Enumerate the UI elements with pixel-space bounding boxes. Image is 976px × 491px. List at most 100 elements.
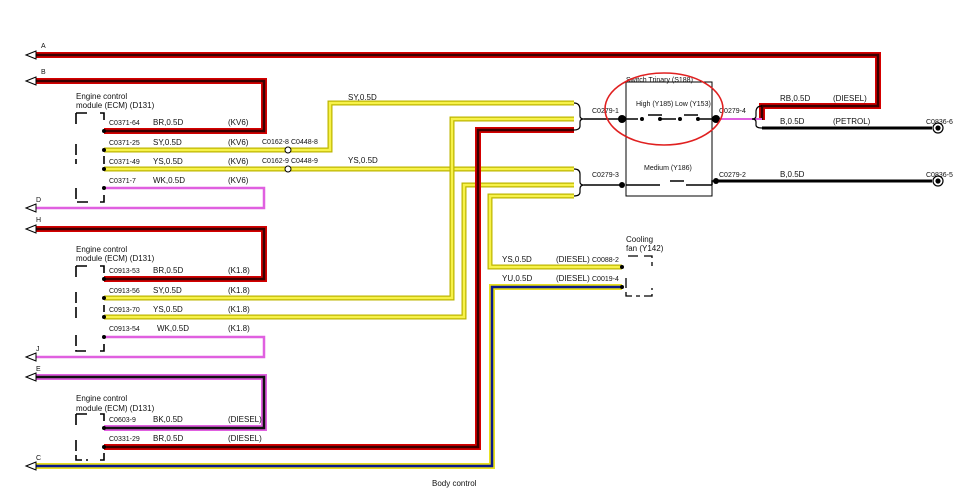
connector-c-label: C (36, 455, 41, 462)
ecm2-pin4-id: C0913-54 (109, 326, 140, 333)
switch-medium-contact (626, 180, 716, 186)
fan-ys-pin: C0088-2 (592, 257, 619, 264)
ecm2-pin1-wire: BR,0.5D (153, 266, 183, 275)
ecm1-pin1-variant: (KV6) (228, 118, 249, 127)
ground-terminal-icon (932, 122, 944, 187)
ecm2-pin3-wire: YS,0.5D (153, 305, 183, 314)
ecm2-pin3-id: C0913-70 (109, 307, 140, 314)
ecm1-title-line2: module (ECM) (D131) (76, 101, 155, 110)
ecm1-module: Engine control module (ECM) (D131) C0371… (75, 92, 378, 203)
connector-j-label: J (36, 346, 40, 353)
highlight-circle (604, 72, 724, 146)
wire-sy-ecm1 (104, 101, 574, 152)
switch-title: Switch Trinary (S188) (626, 77, 693, 84)
wire-ys-ecm2 (104, 183, 574, 319)
ecm3-pin1-id: C0603-9 (109, 417, 136, 424)
wire-d (36, 186, 266, 210)
switch-body (625, 81, 713, 197)
ecm3-module: Engine control module (ECM) (D131) C0603… (75, 394, 262, 461)
wire-e (36, 375, 266, 430)
ecm3-pin1-variant: (DIESEL) (228, 415, 262, 424)
arrow-a-icon (24, 50, 37, 60)
connector-d-label: D (36, 197, 41, 204)
ecm2-pin2-variant: (K1.8) (228, 286, 250, 295)
switch-pin4: C0279-4 (719, 108, 746, 115)
ecm1-pin2-variant: (KV6) (228, 138, 249, 147)
ecm1-pin2-id: C0371-25 (109, 140, 140, 147)
ecm2-pin1-id: C0913-53 (109, 268, 140, 275)
ecm2-pin4-variant: (K1.8) (228, 324, 250, 333)
arrow-h-icon (24, 224, 37, 234)
switch-trinary: Switch Trinary (S188) High (Y185) Low (Y… (592, 72, 746, 197)
switch-low-label: Low (Y153) (675, 101, 711, 108)
fan-pin-dots (620, 265, 624, 289)
ecm2-module: Engine control module (ECM) (D131) C0913… (75, 245, 250, 352)
connector-h-label: H (36, 217, 41, 224)
ground1-label: C0836-6 (926, 119, 953, 126)
ecm3-pin2-variant: (DIESEL) (228, 434, 262, 443)
arrow-j-icon (24, 352, 37, 362)
ecm1-pin2-wire: SY,0.5D (153, 138, 182, 147)
b-petrol-wire-label: B,0.5D (780, 117, 805, 126)
ecm1-outline (75, 112, 105, 203)
b2-wire-label: B,0.5D (780, 170, 805, 179)
fan-ys-variant: (DIESEL) (556, 255, 590, 264)
wire-b (36, 79, 266, 133)
connector-b-label: B (41, 69, 46, 76)
connector-labels: A B D H J E C (36, 43, 46, 462)
ecm2-title-line1: Engine control (76, 245, 127, 254)
switch-pin3: C0279-3 (592, 172, 619, 179)
ecm1-pin1-id: C0371-64 (109, 120, 140, 127)
arrow-e-icon (24, 372, 37, 382)
arrow-d-icon (24, 203, 37, 213)
wire-a-edge (36, 52, 881, 120)
fan-title-line1: Cooling (626, 235, 653, 244)
top-ys-wire-label: YS,0.5D (348, 156, 378, 165)
switch-pin2: C0279-2 (719, 172, 746, 179)
splice-connector-icon (284, 146, 292, 173)
ecm3-pin-dots (102, 426, 106, 449)
switch-high-label: High (Y185) (636, 101, 673, 108)
bottom-labels: Body control (432, 479, 477, 488)
splice-bot-label-b: C0448-9 (291, 158, 318, 165)
ecm1-pin1-wire: BR,0.5D (153, 118, 183, 127)
fan-yu-variant: (DIESEL) (556, 274, 590, 283)
ecm3-pin1-wire: BK,0.5D (153, 415, 183, 424)
ecm3-outline (75, 413, 105, 461)
switch-contacts (626, 114, 712, 120)
body-control-line1: Body control (432, 479, 477, 488)
wire-c (36, 285, 622, 468)
top-sy-wire-label: SY,0.5D (348, 93, 377, 102)
fan-yu-wire: YU,0.5D (502, 274, 532, 283)
wires (36, 52, 932, 469)
rb-variant-label: (DIESEL) (833, 94, 867, 103)
b-petrol-variant-label: (PETROL) (833, 117, 871, 126)
ecm1-pin4-wire: WK,0.5D (153, 176, 185, 185)
wire-j (36, 335, 266, 359)
fan-title-line2: fan (Y142) (626, 244, 664, 253)
ecm2-pin4-wire: WK,0.5D (157, 324, 189, 333)
fan-yu-pin: C0019-4 (592, 276, 619, 283)
ecm3-pin2-wire: BR,0.5D (153, 434, 183, 443)
switch-contact-dots (618, 115, 720, 188)
right-bracket (751, 105, 763, 129)
ecm1-pin4-variant: (KV6) (228, 176, 249, 185)
splice-top-label: C0162-8 (262, 139, 289, 146)
ecm2-pin1-variant: (K1.8) (228, 266, 250, 275)
arrow-c-icon (24, 461, 37, 471)
ecm2-pin-dots (102, 277, 106, 339)
wire-h (36, 227, 266, 281)
rb-wire-label: RB,0.5D (780, 94, 810, 103)
wire-br-ecm3 (104, 128, 574, 449)
cooling-fan: Cooling fan (Y142) YS,0.5D (DIESEL) C008… (502, 235, 664, 297)
fan-outline (625, 255, 653, 297)
ecm2-pin2-wire: SY,0.5D (153, 286, 182, 295)
connector-arrows (24, 50, 37, 471)
ecm2-pin2-id: C0913-56 (109, 288, 140, 295)
arrow-b-icon (24, 76, 37, 86)
ground2-label: C0836-5 (926, 172, 953, 179)
connector-e-label: E (36, 366, 41, 373)
ecm1-pin-dots (102, 129, 106, 190)
splice-top-label-b: C0448-8 (291, 139, 318, 146)
ecm1-pin4-id: C0371-7 (109, 178, 136, 185)
